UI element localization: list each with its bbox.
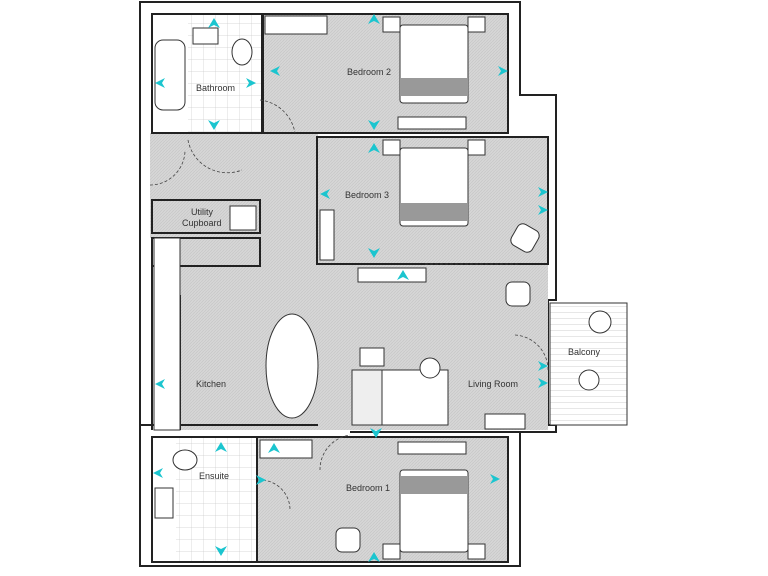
view-arrow-icon <box>397 270 409 280</box>
view-arrow-icon <box>153 468 163 478</box>
bedroom2-desk <box>264 15 328 35</box>
bedroom3-armchair <box>510 223 540 253</box>
view-arrow-icon <box>538 361 548 371</box>
bedroom1-nightstand-r <box>467 543 486 560</box>
bedroom1-bed-runner <box>400 476 468 494</box>
room-labels: Bathroom Bedroom 2 Bedroom 3 Utility Cup… <box>182 67 601 493</box>
bathroom-sink <box>192 27 219 45</box>
side-table <box>419 357 441 379</box>
bathtub <box>154 39 186 111</box>
view-arrows <box>153 14 548 562</box>
view-arrow-icon <box>256 475 266 485</box>
view-arrow-icon <box>370 428 382 438</box>
view-arrow-icon <box>155 379 165 389</box>
ensuite-sink <box>154 487 174 519</box>
bedroom2-nightstand-r <box>467 16 486 33</box>
tv-unit <box>484 413 526 430</box>
ensuite-toilet <box>172 449 198 471</box>
view-arrow-icon <box>320 189 330 199</box>
balcony-table <box>578 369 600 391</box>
view-arrow-icon <box>538 187 548 197</box>
view-arrow-icon <box>268 443 280 453</box>
furniture <box>153 15 612 560</box>
room-label-bedroom3: Bedroom 3 <box>345 190 389 200</box>
sofa-chaise <box>351 369 383 426</box>
bedroom1-nightstand-l <box>382 543 401 560</box>
bathroom-toilet <box>231 38 253 66</box>
hallway-wardrobe <box>357 267 427 283</box>
view-arrow-icon <box>368 143 380 153</box>
bedroom3-nightstand-l <box>382 139 401 156</box>
view-arrow-icon <box>490 474 500 484</box>
view-arrow-icon <box>368 552 380 562</box>
view-arrow-icon <box>498 66 508 76</box>
view-arrow-icon <box>215 442 227 452</box>
utility-appliance <box>229 205 257 231</box>
bedroom3-nightstand-r <box>467 139 486 156</box>
room-label-ensuite: Ensuite <box>199 471 229 481</box>
bedroom3-bed-runner <box>400 203 468 221</box>
bedroom1-armchair <box>335 527 361 553</box>
room-label-living-room: Living Room <box>468 379 518 389</box>
outer-wall <box>139 1 557 567</box>
kitchen-counter <box>153 237 181 431</box>
living-armchair <box>505 281 531 307</box>
room-label-bedroom2: Bedroom 2 <box>347 67 391 77</box>
view-arrow-icon <box>538 378 548 388</box>
bedroom1-desk <box>259 439 313 459</box>
room-label-bedroom1: Bedroom 1 <box>346 483 390 493</box>
room-label-balcony: Balcony <box>568 347 601 357</box>
room-label-cupboard: Cupboard <box>182 218 222 228</box>
view-arrow-icon <box>270 66 280 76</box>
balcony-plant <box>588 310 612 334</box>
coffee-table-cushion <box>359 347 385 367</box>
room-label-kitchen: Kitchen <box>196 379 226 389</box>
bedroom1-wardrobe <box>397 441 467 455</box>
bedroom2-bed-runner <box>400 78 468 96</box>
view-arrow-icon <box>215 546 227 556</box>
dining-table <box>265 313 319 419</box>
view-arrow-icon <box>208 18 220 28</box>
view-arrow-icon <box>538 205 548 215</box>
bedroom2-wardrobe <box>397 116 467 130</box>
view-arrow-icon <box>368 14 380 24</box>
room-label-utility: Utility <box>191 207 213 217</box>
balcony-floor <box>549 302 628 426</box>
bedroom3-desk <box>319 209 335 261</box>
bedroom2-nightstand-l <box>382 16 401 33</box>
view-arrow-icon <box>208 120 220 130</box>
view-arrow-icon <box>246 78 256 88</box>
view-arrow-icon <box>155 78 165 88</box>
view-arrow-icon <box>368 248 380 258</box>
room-label-bathroom: Bathroom <box>196 83 235 93</box>
view-arrow-icon <box>368 120 380 130</box>
